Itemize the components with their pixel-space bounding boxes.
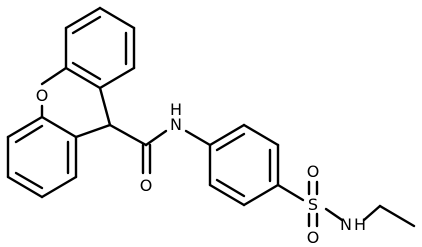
sulfonyl-oxygen-bottom-symbol: O <box>307 228 320 247</box>
upper-benzo-ring <box>64 6 136 90</box>
sulfonyl-oxygen-bottom-label: O <box>307 228 320 247</box>
sulfonyl-oxygen-top-symbol: O <box>307 162 320 181</box>
carbonyl-oxygen-symbol: O <box>140 176 153 195</box>
ring-oxygen-symbol: O <box>36 86 49 105</box>
sulfonamide-group <box>276 180 416 228</box>
amide-hydrogen-symbol: H <box>170 100 182 119</box>
lower-benzo-ring <box>6 115 78 199</box>
sulfur-label: S <box>308 195 318 214</box>
sulfonamide-nitrogen-symbol: N <box>340 215 352 234</box>
phenyl-ring <box>208 123 280 207</box>
sulfur-symbol: S <box>308 195 318 214</box>
central-pyran-ring <box>40 66 112 139</box>
sulfonyl-oxygen-top-label: O <box>307 162 320 181</box>
amide-nitrogen-symbol: N <box>170 115 182 134</box>
ring-oxygen-label: O <box>34 86 51 105</box>
carbonyl-oxygen-label: O <box>140 176 153 195</box>
amide-linker <box>108 123 212 175</box>
sulfonamide-hydrogen-symbol: H <box>354 215 366 234</box>
sulfonamide-nh-label: N H <box>340 215 366 234</box>
amide-nh-label: N H <box>170 100 182 134</box>
